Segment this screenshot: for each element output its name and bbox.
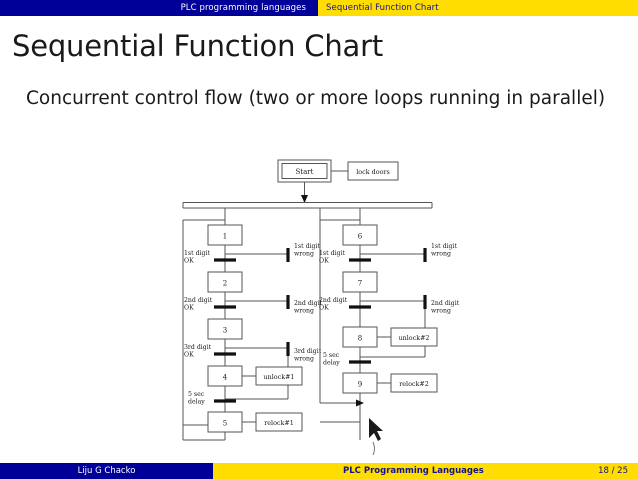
footer-author-block: Liju G Chacko	[0, 463, 213, 479]
transition-right-delay-b: delay	[323, 360, 340, 367]
slide-body-text: Concurrent control flow (two or more loo…	[26, 88, 606, 109]
footer-page-block: 18 / 25	[568, 463, 638, 479]
transition-left-ok-2-b: OK	[184, 305, 194, 312]
footer-title-label: PLC Programming Languages	[343, 466, 484, 476]
step-box-9: 9	[358, 381, 362, 389]
transition-left-wrong-1-b: wrong	[294, 251, 314, 258]
transition-right-ok-1-b: OK	[319, 258, 329, 265]
transition-left-wrong-3-b: wrong	[294, 356, 314, 363]
step-box-7: 7	[358, 280, 362, 288]
transition-right-wrong-2-b: wrong	[431, 308, 451, 315]
transition-right-ok-2: 2nd digit	[319, 297, 348, 304]
transition-right-ok-1: 1st digit	[319, 250, 345, 257]
transition-left-wrong-3: 3rd digit	[294, 348, 322, 355]
step-box-2: 2	[223, 280, 227, 288]
step-box-8: 8	[358, 335, 362, 343]
transition-left-ok-1-b: OK	[184, 258, 194, 265]
page-title: Sequential Function Chart	[12, 29, 383, 63]
transition-left-ok-3: 3rd digit	[184, 344, 212, 351]
step-box-3: 3	[223, 327, 227, 335]
transition-left-ok-3-b: OK	[184, 352, 194, 359]
transition-right-wrong-1: 1st digit	[431, 243, 457, 250]
footer-title-block: PLC Programming Languages	[213, 463, 568, 479]
page-number-label: 18 / 25	[598, 466, 628, 476]
header-section-label: PLC programming languages	[180, 3, 306, 13]
step-box-5: 5	[223, 420, 227, 428]
start-step-label: Start	[296, 168, 314, 176]
action-unlock-2: unlock#2	[399, 334, 430, 342]
transition-left-delay: 5 sec	[188, 391, 205, 398]
transition-left-wrong-2: 2nd digit	[294, 300, 323, 307]
start-action-label: lock doors	[356, 168, 390, 176]
header-bar: PLC programming languages Sequential Fun…	[0, 0, 638, 16]
step-box-1: 1	[223, 233, 227, 241]
transition-right-delay: 5 sec	[323, 352, 340, 359]
step-box-4: 4	[223, 374, 228, 382]
step-box-6: 6	[358, 233, 363, 241]
transition-left-ok-2: 2nd digit	[184, 297, 213, 304]
action-relock-1: relock#1	[264, 419, 294, 427]
transition-right-wrong-2: 2nd digit	[431, 300, 460, 307]
transition-right-wrong-1-b: wrong	[431, 251, 451, 258]
transition-left-delay-b: delay	[188, 399, 205, 406]
footer-author-label: Liju G Chacko	[77, 466, 136, 476]
transition-right-ok-2-b: OK	[319, 305, 329, 312]
mouse-cursor-artifact	[369, 418, 383, 455]
header-section-tab[interactable]: PLC programming languages	[0, 0, 318, 16]
sfc-diagram: Start lock doors 1 1st digit OK 1st digi…	[170, 150, 470, 455]
transition-left-ok-1: 1st digit	[184, 250, 210, 257]
header-subsection-tab[interactable]: Sequential Function Chart	[318, 0, 638, 16]
action-unlock-1: unlock#1	[264, 373, 295, 381]
footer-bar: Liju G Chacko PLC Programming Languages …	[0, 463, 638, 479]
transition-left-wrong-2-b: wrong	[294, 308, 314, 315]
header-subsection-label: Sequential Function Chart	[326, 3, 439, 13]
transition-left-wrong-1: 1st digit	[294, 243, 320, 250]
action-relock-2: relock#2	[399, 380, 429, 388]
